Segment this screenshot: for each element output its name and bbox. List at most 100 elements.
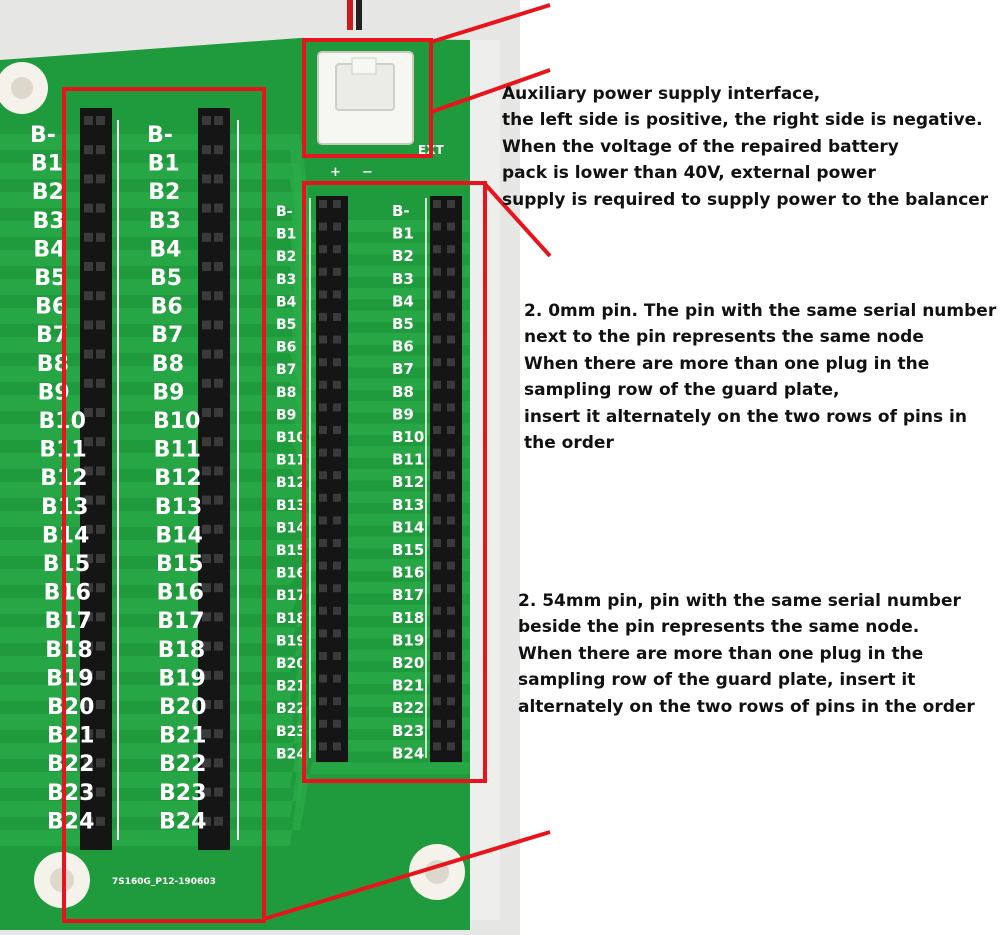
pin-label: B12: [276, 475, 306, 491]
pin-tip: [214, 670, 223, 680]
jst-connector: [317, 51, 414, 145]
pin-label: B4: [392, 292, 414, 310]
pin-label: B22: [392, 699, 424, 717]
pin-tip: [214, 408, 223, 417]
pin-label: B2: [276, 249, 296, 265]
pin-tip: [333, 245, 341, 254]
pin-tip: [333, 290, 341, 299]
pin-tip: [433, 335, 441, 344]
pin-tip: [96, 758, 105, 768]
pin-label: B4: [33, 237, 65, 262]
annotation-line: 2. 0mm pin. The pin with the same serial…: [524, 301, 997, 321]
pin-tip: [333, 335, 341, 344]
pin-label: B13: [392, 496, 424, 514]
pin-tip: [447, 200, 455, 208]
pin-tip: [447, 245, 455, 254]
pin-label: B21: [159, 724, 206, 749]
pin-tip: [447, 493, 455, 502]
pin-tip: [447, 448, 455, 457]
pin-tip: [319, 290, 327, 299]
pin-label: B-: [30, 123, 56, 148]
annotation-line: When the voltage of the repaired battery: [502, 136, 899, 157]
header-2-54mm-right: [198, 108, 230, 850]
pin-tip: [96, 612, 105, 622]
annotation-line: beside the pin represents the same node.: [518, 617, 920, 638]
pin-tip: [202, 408, 211, 417]
pin-tip: [433, 674, 441, 683]
annotation-line: When there are more than one plug in the: [524, 353, 930, 374]
pin-tip: [84, 700, 93, 709]
pin-tip: [96, 262, 105, 271]
pin-label: B19: [158, 666, 205, 691]
pin-tip: [319, 335, 327, 344]
pin-tip: [84, 583, 93, 593]
pin-tip: [333, 313, 341, 321]
pin-tip: [96, 670, 105, 680]
pin-tip: [84, 554, 93, 563]
annotation-line: Auxiliary power supply interface,: [502, 84, 821, 104]
pin-label: B7: [392, 360, 414, 378]
pin-label: B16: [276, 566, 306, 582]
pin-tip: [333, 267, 341, 276]
pin-label: B12: [154, 466, 201, 491]
pin-tip: [433, 313, 441, 321]
pin-tip: [433, 358, 441, 367]
pin-tip: [319, 719, 327, 728]
pin-tip: [333, 606, 341, 615]
silk-labels-col-c: B-B1B2B3B4B5B6B7B8B9B10B11B12B13B14B15B1…: [276, 204, 306, 762]
pin-tip: [447, 719, 455, 728]
pin-tip: [84, 262, 93, 271]
annotation-line: insert it alternately on the two rows of…: [524, 406, 967, 427]
annotation-2-54mm-pin: 2. 54mm pin, pin with the same serial nu…: [518, 588, 975, 720]
pin-tip: [214, 583, 223, 593]
pin-label: B20: [392, 654, 424, 672]
pin-label: B5: [276, 317, 296, 333]
pin-label: B8: [276, 385, 296, 401]
pin-tip: [447, 358, 455, 367]
pin-label: B16: [392, 564, 424, 582]
pin-tip: [202, 641, 211, 651]
pin-label: B15: [43, 552, 90, 577]
pin-label: B6: [35, 295, 67, 320]
pin-label: B13: [155, 495, 202, 520]
pin-tip: [202, 612, 211, 622]
annotation-line: When there are more than one plug in the: [518, 643, 924, 664]
pin-label: B20: [159, 695, 206, 720]
pin-label: B16: [157, 581, 204, 606]
pin-tip: [214, 495, 223, 505]
pin-tip: [202, 554, 211, 563]
pin-tip: [96, 378, 105, 388]
pin-tip: [433, 719, 441, 728]
annotation-line: the left side is positive, the right sid…: [502, 110, 983, 131]
pin-tip: [96, 700, 105, 709]
pin-tip: [96, 291, 105, 301]
pin-tip: [84, 174, 93, 184]
pin-tip: [433, 448, 441, 457]
pin-tip: [96, 495, 105, 505]
pin-tip: [447, 652, 455, 660]
pin-label: B18: [45, 638, 92, 663]
pin-label: B3: [33, 209, 65, 234]
pin-tip: [96, 729, 105, 739]
pin-label: B15: [156, 552, 203, 577]
pin-label: B11: [276, 453, 306, 469]
pin-tip: [214, 145, 223, 155]
pin-label: B23: [276, 724, 306, 740]
pin-label: B23: [392, 722, 424, 740]
pin-tip: [214, 232, 223, 242]
pin-label: B6: [276, 340, 296, 356]
pin-tip: [447, 674, 455, 683]
pin-label: B15: [276, 543, 306, 559]
pin-label: B17: [44, 609, 91, 634]
silk-labels-col-b: B-B1B2B3B4B5B6B7B8B9B10B11B12B13B14B15B1…: [147, 123, 206, 834]
pin-label: B14: [155, 523, 202, 548]
pin-label: B1: [148, 152, 180, 177]
pin-label: B1: [31, 152, 63, 177]
pin-tip: [202, 787, 211, 797]
pin-tip: [447, 335, 455, 344]
pin-tip: [433, 697, 441, 706]
pin-tip: [202, 729, 211, 739]
pin-tip: [202, 670, 211, 680]
pin-tip: [333, 471, 341, 480]
pin-tip: [214, 174, 223, 184]
